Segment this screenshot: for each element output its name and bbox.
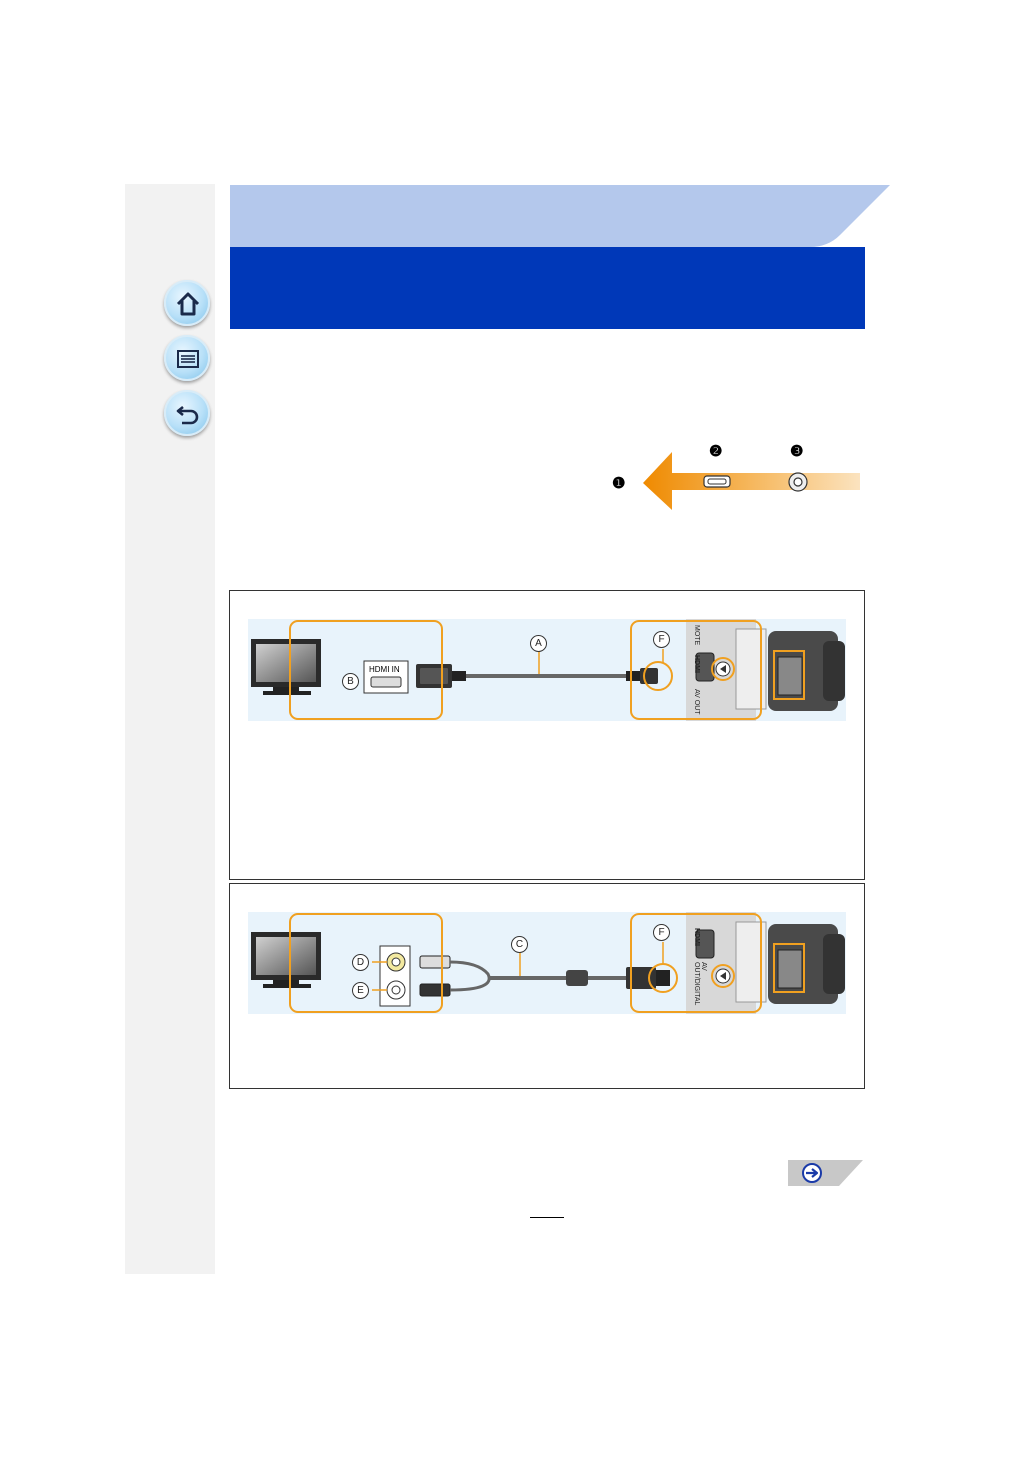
next-arrow-icon [788,1160,863,1186]
list-icon [177,350,199,368]
av-connection-diagram: D E C F HDMI AV OUT/DIGITAL [248,912,846,1014]
hdmi-diagram-illustration [251,619,845,721]
return-icon [176,405,199,425]
tv-icon [251,639,321,695]
priority-arrow-icon [643,452,860,510]
port-priority-legend: ❶ ❷ ❸ [610,440,865,515]
hdmi-connection-panel: HDMI IN B A F MOTE HDMI AV OUT [229,590,865,880]
hdmi-connection-diagram: HDMI IN B A F MOTE HDMI AV OUT [248,619,846,721]
legend-item-3: ❸ [790,443,804,460]
camera-port-label-hdmi: HDMI [693,928,700,946]
camera-port-label-hdmi: HDMI [693,655,700,673]
legend-item-1: ❶ [612,475,626,492]
back-button[interactable] [164,390,210,436]
callout-c: C [511,936,528,953]
av-connection-panel: D E C F HDMI AV OUT/DIGITAL [229,883,865,1089]
av-diagram-illustration [251,912,845,1014]
home-button[interactable] [164,280,210,326]
page-number [530,1198,564,1218]
camera-port-label-avout: AV OUT [693,689,700,715]
callout-d: D [352,954,369,971]
header-banner [230,185,890,247]
tv-icon [251,932,321,988]
section-title-bar [230,247,865,329]
home-icon [176,292,200,316]
callout-b: B [342,673,359,690]
callout-f: F [653,924,670,941]
camera-port-label-avout-digital: AV OUT/DIGITAL [693,962,707,1006]
callout-e: E [352,982,369,999]
callout-a: A [530,635,547,652]
menu-button[interactable] [164,335,210,381]
hdmi-in-label: HDMI IN [369,665,400,674]
legend-item-2: ❷ [709,443,723,460]
callout-f: F [653,631,670,648]
next-page-button[interactable] [788,1160,863,1186]
camera-port-label-remote: MOTE [693,625,700,646]
